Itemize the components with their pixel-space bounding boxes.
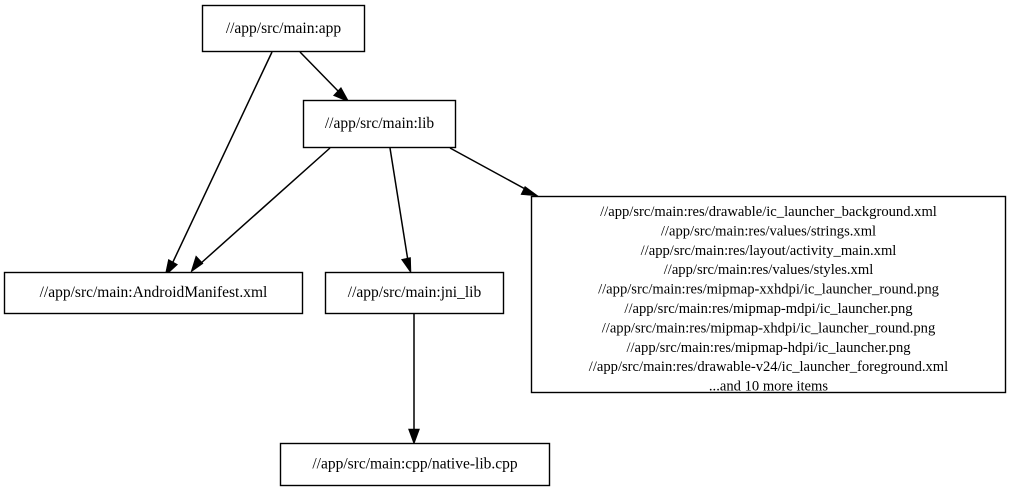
resources-line: //app/src/main:res/drawable-v24/ic_launc… <box>589 359 948 375</box>
node-label: //app/src/main:cpp/native-lib.cpp <box>312 456 518 473</box>
node-box[interactable] <box>279 442 551 487</box>
resources-line: //app/src/main:res/mipmap-xhdpi/ic_launc… <box>602 320 936 336</box>
edge-line <box>199 147 331 265</box>
arrowhead-icon <box>190 255 204 273</box>
resources-line: //app/src/main:res/mipmap-hdpi/ic_launch… <box>626 340 911 356</box>
arrowhead-icon <box>520 186 540 197</box>
edge-lib-to-resources <box>449 147 540 197</box>
resources-line: //app/src/main:res/values/styles.xml <box>664 262 874 278</box>
edge-jni_lib-to-nativelib <box>408 313 420 445</box>
node-jni_lib[interactable]: //app/src/main:jni_lib <box>324 271 505 315</box>
node-label: //app/src/main:lib <box>325 115 435 132</box>
node-manifest[interactable]: //app/src/main:AndroidManifest.xml <box>3 271 304 315</box>
edge-line <box>389 147 409 262</box>
node-app[interactable]: //app/src/main:app <box>201 4 366 53</box>
resources-line: //app/src/main:res/layout/activity_main.… <box>641 243 897 259</box>
node-box[interactable] <box>302 99 457 149</box>
edge-line <box>299 51 341 94</box>
node-box[interactable] <box>530 195 1007 394</box>
edge-line <box>171 51 273 265</box>
resources-line: //app/src/main:res/drawable/ic_launcher_… <box>600 204 937 220</box>
resources-line: //app/src/main:res/mipmap-mdpi/ic_launch… <box>624 301 913 317</box>
node-box[interactable] <box>324 271 505 315</box>
node-label: //app/src/main:app <box>226 20 342 37</box>
arrowhead-icon <box>408 428 420 445</box>
node-nativelib[interactable]: //app/src/main:cpp/native-lib.cpp <box>279 442 551 487</box>
edge-app-to-lib <box>299 51 350 103</box>
edge-app-to-manifest <box>164 51 273 277</box>
node-box[interactable] <box>201 4 366 53</box>
resources-line: ...and 10 more items <box>709 379 828 395</box>
arrowhead-icon <box>400 257 412 274</box>
node-lib[interactable]: //app/src/main:lib <box>302 99 457 149</box>
resources-line: //app/src/main:res/mipmap-xxhdpi/ic_laun… <box>598 282 940 298</box>
edge-lib-to-manifest <box>190 147 331 273</box>
node-resources[interactable]: //app/src/main:res/drawable/ic_launcher_… <box>530 195 1007 395</box>
node-box[interactable] <box>3 271 304 315</box>
arrowhead-icon <box>332 86 350 103</box>
node-label: //app/src/main:jni_lib <box>348 284 482 301</box>
node-label: //app/src/main:AndroidManifest.xml <box>40 284 268 301</box>
edge-lib-to-jni_lib <box>389 147 412 274</box>
resources-line: //app/src/main:res/values/strings.xml <box>661 223 876 239</box>
edge-line <box>449 147 528 191</box>
